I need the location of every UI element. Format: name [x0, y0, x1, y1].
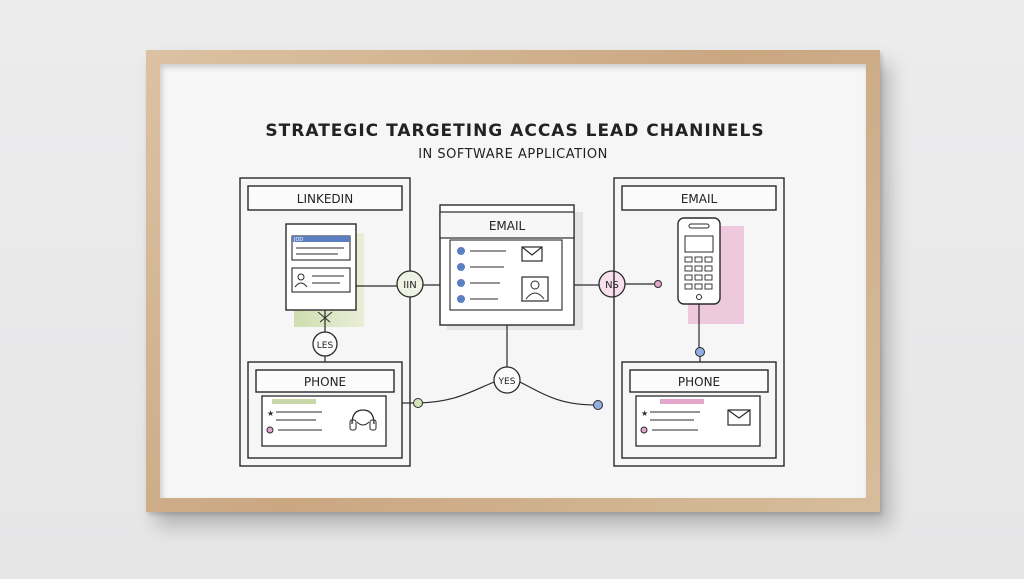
- right-down-dot: [695, 347, 705, 357]
- left-top-label: LINKEDIN: [297, 192, 353, 206]
- phone-card-right: ★: [635, 395, 761, 447]
- card-tag: JOD: [293, 237, 303, 243]
- person-icon: [521, 276, 549, 302]
- right-bottom-label: PHONE: [678, 375, 720, 389]
- envelope-icon: [521, 246, 543, 262]
- center-panel: EMAIL: [439, 204, 583, 330]
- email-list: [457, 247, 506, 303]
- headset-icon: [349, 409, 377, 431]
- linkedin-card: JOD: [285, 223, 364, 327]
- center-node-label: YES: [498, 377, 516, 387]
- center-label: EMAIL: [489, 219, 526, 233]
- right-panel: EMAIL PHONE ★: [613, 177, 785, 467]
- center-node: [493, 366, 521, 394]
- star-icon: ★: [267, 409, 274, 418]
- envelope-icon: [727, 409, 751, 426]
- left-node: [396, 270, 424, 298]
- diagram-title: STRATEGIC TARGETING ACCAS LEAD CHANINELS: [265, 121, 764, 141]
- right-connector-dot: [593, 400, 603, 410]
- right-node-label: NS: [605, 280, 619, 291]
- left-bottom-label: PHONE: [304, 375, 346, 389]
- star-icon: ★: [641, 409, 648, 418]
- left-node-label: IIN: [403, 280, 416, 291]
- phone-card-left: ★: [261, 395, 387, 447]
- left-connector-dot: [413, 398, 423, 408]
- mobile-phone-icon: [677, 217, 721, 305]
- right-top-label: EMAIL: [681, 192, 718, 206]
- left-down-node-label: LES: [317, 341, 334, 351]
- left-panel: LINKEDIN JOD LES PHONE ★: [239, 177, 411, 467]
- diagram-subtitle: IN SOFTWARE APPLICATION: [418, 147, 608, 162]
